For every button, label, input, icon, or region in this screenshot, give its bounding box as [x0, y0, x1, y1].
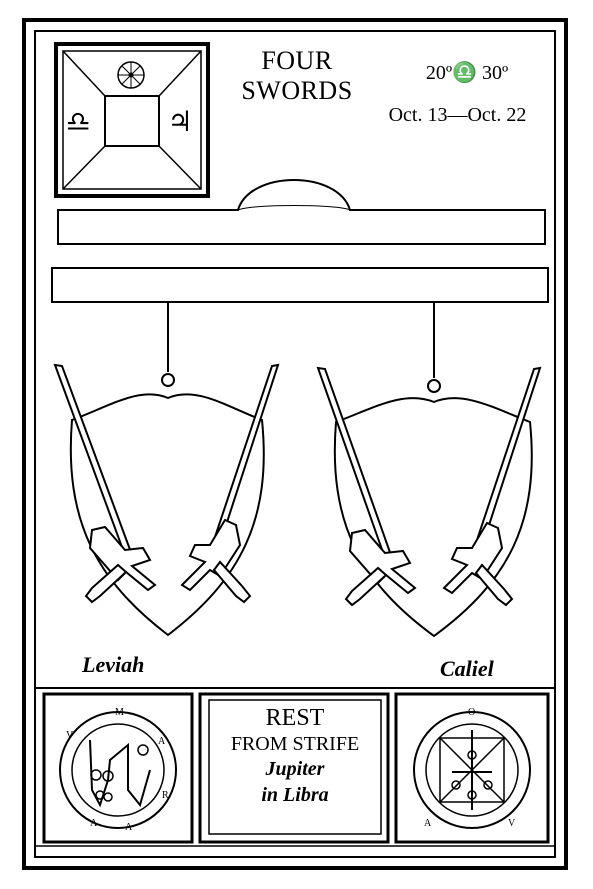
- sigil-letter: A: [424, 818, 432, 829]
- sigil-letter: O: [468, 707, 476, 718]
- sigil-letter: A: [158, 736, 166, 747]
- card-title: FOUR SWORDS: [232, 46, 362, 106]
- meaning-panel: REST FROM STRIFE Jupiter in Libra: [209, 700, 381, 830]
- degree-range: 20º♎ 30º: [425, 62, 509, 84]
- sigil-letter: A: [90, 818, 98, 829]
- meaning-line1: REST: [265, 705, 325, 731]
- scale-cords: [161, 302, 441, 393]
- sigil-letter: V: [66, 730, 74, 741]
- left-crossed-swords: [53, 363, 280, 604]
- sigil-letter: V: [508, 818, 516, 829]
- left-sigil-icon: [59, 711, 177, 829]
- sigil-letter: M: [115, 707, 124, 718]
- sigil-letter: R: [162, 790, 169, 801]
- jupiter-icon: ♃: [167, 105, 192, 138]
- emblem-box: [54, 42, 210, 198]
- card-outer-frame: [22, 18, 568, 870]
- planet-line1: Jupiter: [265, 758, 325, 780]
- card-inner-frame: [34, 30, 556, 858]
- card-title-line2: SWORDS: [241, 76, 353, 105]
- bottom-panels: [36, 687, 554, 847]
- left-angel-name: Leviah: [82, 652, 145, 677]
- planet-line2: in Libra: [261, 784, 329, 806]
- libra-icon: ♎: [65, 105, 90, 138]
- right-crossed-swords: [316, 366, 542, 607]
- date-range: Oct. 13—Oct. 22: [388, 104, 527, 126]
- right-angel-name: Caliel: [440, 656, 494, 681]
- right-sigil-icon: [413, 711, 531, 829]
- scale-beam: [51, 179, 549, 303]
- wheel-icon: [117, 61, 145, 89]
- card-title-line1: FOUR: [261, 46, 333, 75]
- sigil-letter: A: [125, 822, 133, 833]
- meaning-line2: FROM STRIFE: [230, 733, 360, 755]
